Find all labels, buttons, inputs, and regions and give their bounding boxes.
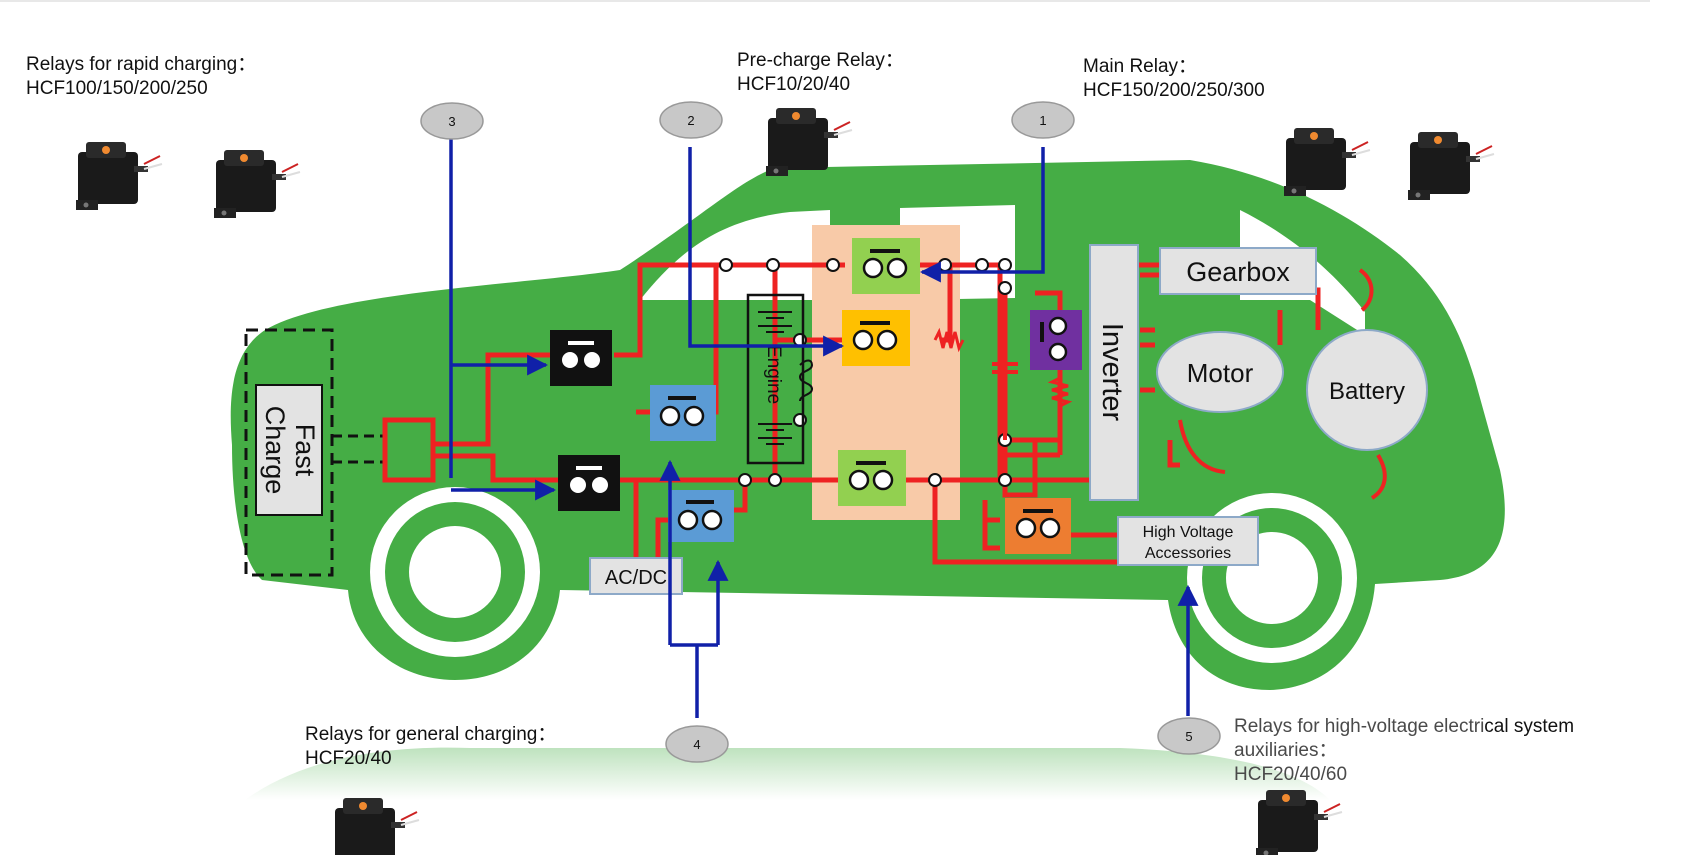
precharge-resistor-symbol <box>933 327 965 353</box>
acdc-block <box>589 557 683 595</box>
marker-3: 3 <box>420 102 484 140</box>
resistor-symbol <box>1047 376 1073 408</box>
main-relay-title: Main Relay： <box>1083 56 1198 77</box>
marker-3-label: 3 <box>448 114 455 129</box>
rapid-charging-models: HCF100/150/200/250 <box>26 78 208 99</box>
precharge-title: Pre-charge Relay： <box>737 50 904 71</box>
relay-photo-main-1 <box>1283 127 1371 197</box>
marker-4-label: 4 <box>693 737 700 752</box>
pointer-lines <box>449 137 1199 718</box>
hv-accessory-relay <box>1005 498 1071 554</box>
marker-1: 1 <box>1011 101 1075 139</box>
precharge-models: HCF10/20/40 <box>737 74 851 95</box>
fast-charge-frame <box>244 328 334 577</box>
fast-charge-label-line2: Charge <box>260 406 290 495</box>
general-charging-caption: Relays for general charging： HCF20/40 <box>305 723 556 771</box>
inverter-block <box>1089 244 1139 501</box>
hv-aux-title-line2: auxiliaries： <box>1234 740 1338 761</box>
capacitor-symbol <box>992 355 1018 440</box>
marker-2: 2 <box>659 101 723 139</box>
gearbox-block <box>1159 247 1317 295</box>
rapid-charge-relay-1 <box>550 330 612 386</box>
marker-5-label: 5 <box>1185 729 1192 744</box>
fast-charge-block <box>255 384 323 516</box>
general-charging-title: Relays for general charging： <box>305 724 557 745</box>
gearbox-label: Gearbox <box>1186 257 1290 287</box>
relay-photo-precharge <box>765 107 853 177</box>
car-reflection <box>245 747 1330 800</box>
engine-block <box>746 293 805 465</box>
flow-arrows <box>1178 268 1387 500</box>
general-charging-models: HCF20/40 <box>305 748 392 769</box>
motor-label: Motor <box>1187 358 1254 388</box>
relay-photo-rapid-1 <box>75 141 163 211</box>
hv-accessories-label-line2: Accessories <box>1145 545 1231 562</box>
marker-4: 4 <box>665 725 729 763</box>
pre-charge-relay <box>842 310 910 366</box>
relay-photo-general <box>332 797 420 860</box>
relay-photo-rapid-2 <box>213 149 301 219</box>
rapid-charging-title: Relays for rapid charging： <box>26 54 257 75</box>
main-relay-models: HCF150/200/250/300 <box>1083 80 1265 101</box>
engine-label: Engine <box>763 345 784 404</box>
general-charge-relay-2 <box>668 490 734 542</box>
main-relay-caption: Main Relay： HCF150/200/250/300 <box>1083 55 1265 103</box>
general-charge-relay-1 <box>650 385 716 441</box>
hv-aux-title-part2: cal system <box>1484 716 1575 737</box>
acdc-label: AC/DC <box>605 567 667 589</box>
precharge-caption: Pre-charge Relay： HCF10/20/40 <box>737 49 904 97</box>
battery-cell-symbols <box>758 311 792 445</box>
hv-accessories-label-line1: High Voltage <box>1143 524 1234 541</box>
fast-charge-label-line1: Fast <box>290 424 320 477</box>
relay-photo-main-2 <box>1407 131 1495 201</box>
battery-label: Battery <box>1329 378 1405 405</box>
hv-aux-models: HCF20/40/60 <box>1234 764 1348 785</box>
battery-block <box>1306 329 1428 451</box>
hv-aux-caption: Relays for high-voltage electrical syste… <box>1234 715 1574 787</box>
main-relay-positive <box>852 238 920 294</box>
rapid-charging-caption: Relays for rapid charging： HCF100/150/20… <box>26 53 256 101</box>
motor-block <box>1156 331 1284 413</box>
hv-aux-title: Relays for high-voltage electrical syste… <box>1234 715 1574 739</box>
rapid-charge-relay-2 <box>558 455 620 511</box>
marker-2-label: 2 <box>687 113 694 128</box>
inductor-symbol <box>798 359 814 402</box>
marker-1-label: 1 <box>1039 113 1046 128</box>
hv-accessories-block <box>1117 516 1259 566</box>
marker-5: 5 <box>1157 717 1221 755</box>
inverter-label: Inverter <box>1096 323 1128 422</box>
aux-relay-purple <box>1030 310 1082 370</box>
hv-aux-title-part1: Relays for high-voltage electri <box>1234 716 1485 737</box>
main-relay-negative <box>838 450 906 506</box>
